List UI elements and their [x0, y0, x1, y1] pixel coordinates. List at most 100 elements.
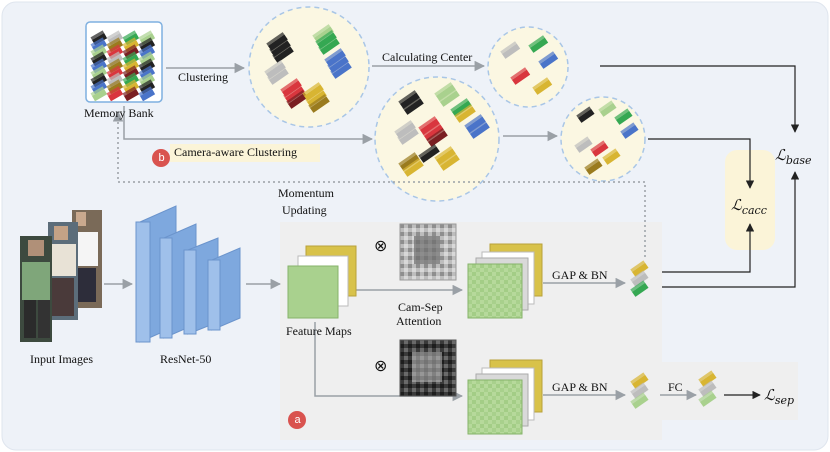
feature-bar	[538, 51, 559, 69]
feature-bar	[402, 96, 424, 115]
feature-bar	[330, 60, 352, 79]
feature-bar	[574, 136, 593, 153]
feature-bar	[630, 382, 649, 399]
feature-bars	[264, 24, 639, 177]
feature-bar	[398, 90, 420, 109]
loss-sep-sub: sep	[774, 394, 795, 407]
fc-panel	[662, 362, 798, 420]
badge-b: b	[158, 152, 165, 164]
feature-bar	[510, 67, 531, 85]
camera-cluster-arrow	[123, 106, 374, 145]
pooled-vectors	[630, 260, 717, 409]
feature-bar	[308, 94, 330, 113]
feature-bar	[106, 86, 124, 102]
otimes-top-icon: ⊗	[374, 238, 388, 255]
updating-label: Updating	[282, 203, 327, 217]
feature-bar	[283, 84, 305, 103]
feature-bar	[434, 82, 456, 101]
feature-bar	[434, 146, 456, 165]
feat-to-cacc-arrow	[662, 223, 755, 273]
feature-bar	[418, 144, 440, 163]
attention-map-top	[399, 223, 457, 281]
feature-bar	[267, 66, 289, 85]
calc-center-label: Calculating Center	[382, 50, 473, 64]
feature-bar	[698, 370, 717, 387]
feature-bar	[324, 48, 346, 67]
momentum-arrow	[112, 110, 646, 257]
feature-bar	[630, 372, 649, 389]
badge-a-circle	[288, 411, 306, 429]
loss-cacc: ℒcacc	[731, 196, 767, 217]
feature-bar	[528, 35, 549, 53]
memory-bank	[85, 21, 163, 103]
input-images	[20, 210, 102, 342]
camera-aware-label: Camera-aware Clustering	[170, 144, 320, 162]
memory-bank-label: Memory Bank	[84, 106, 154, 120]
feature-bar	[272, 44, 294, 63]
gap-bn-top-label: GAP & BN	[552, 268, 608, 282]
feature-bar	[602, 148, 621, 165]
feature-bar	[598, 100, 617, 117]
feature-bar	[394, 120, 416, 139]
feature-bar	[614, 108, 633, 125]
feature-bar	[584, 158, 603, 175]
feature-bar	[422, 122, 444, 141]
feature-bar	[630, 260, 649, 277]
feature-bar	[630, 392, 649, 409]
badge-a: a	[294, 414, 301, 426]
gap-bn-bottom-label: GAP & BN	[552, 380, 608, 394]
attention-map-bottom	[399, 339, 457, 397]
feature-bar	[698, 390, 717, 407]
feature-bar	[402, 158, 424, 177]
attention-label: Attention	[396, 314, 442, 328]
feature-bar	[426, 128, 448, 147]
loss-base: ℒbase	[775, 146, 812, 167]
feature-bar	[315, 30, 337, 49]
otimes-bottom-icon: ⊗	[374, 358, 388, 375]
feature-bar	[90, 86, 108, 102]
feature-bar	[312, 24, 334, 43]
feature-bar	[280, 78, 302, 97]
feature-bar	[454, 104, 476, 123]
feature-bar	[450, 98, 472, 117]
cacc-from-center-arrow	[648, 138, 755, 189]
memory-bank-grid	[90, 30, 156, 102]
feature-bar	[305, 88, 327, 107]
center-circle-top	[487, 26, 569, 108]
feature-bar	[464, 114, 486, 133]
feature-bar	[266, 32, 288, 51]
cam-sep-label: Cam-Sep	[398, 300, 443, 314]
feature-bar	[398, 152, 420, 171]
feature-bar	[620, 122, 639, 139]
feature-bar	[590, 140, 609, 157]
feat-to-base-arrow	[662, 171, 800, 288]
feature-bar	[532, 77, 553, 95]
feature-bar	[630, 280, 649, 297]
feature-bar	[269, 38, 291, 57]
input-images-label: Input Images	[30, 352, 93, 366]
loss-cacc-sub: cacc	[741, 204, 767, 217]
feature-bar	[630, 270, 649, 287]
feature-bar	[138, 86, 156, 102]
loss-cacc-symbol: ℒ	[731, 196, 742, 214]
clustering-label: Clustering	[178, 70, 228, 84]
feature-bar	[327, 54, 349, 73]
feature-bar	[438, 88, 460, 107]
loss-base-sub: base	[785, 154, 812, 167]
feature-maps-label: Feature Maps	[286, 324, 352, 338]
attended-features-bottom	[467, 359, 543, 435]
loss-base-symbol: ℒ	[775, 146, 786, 164]
cacc-box	[725, 150, 775, 250]
loss-sep: ℒsep	[764, 386, 794, 407]
feature-bar	[264, 60, 286, 79]
backbone	[135, 205, 241, 343]
loss-sep-symbol: ℒ	[764, 386, 775, 404]
feature-bar	[576, 106, 595, 123]
feature-bar	[122, 86, 140, 102]
attended-features-top	[467, 243, 543, 319]
feature-bar	[302, 82, 324, 101]
feature-bar	[286, 90, 308, 109]
feature-bar	[698, 380, 717, 397]
